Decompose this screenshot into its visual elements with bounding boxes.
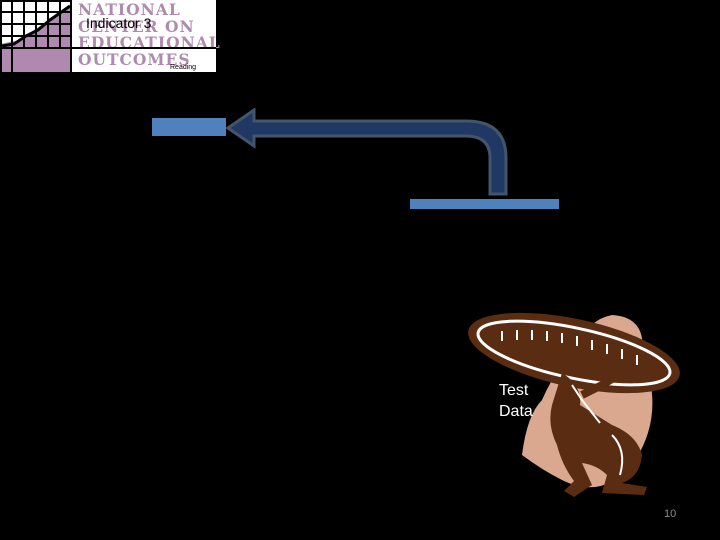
atlas-carrying-disc-icon bbox=[468, 312, 680, 497]
logo-word: OUTCOMES bbox=[78, 49, 191, 69]
target-bar bbox=[152, 118, 226, 136]
ncoe-logo: NATIONAL CENTER ON EDUCATIONAL OUTCOMES bbox=[0, 0, 221, 72]
page-number: 10 bbox=[664, 508, 677, 520]
rising-grid-icon bbox=[0, 0, 72, 72]
figure-caption: Test Data bbox=[499, 382, 533, 420]
slide-title: Indicator 3 bbox=[86, 15, 152, 31]
reading-label: Reading bbox=[170, 64, 197, 71]
logo-word: NATIONAL bbox=[78, 0, 181, 19]
logo-word: EDUCATIONAL bbox=[78, 33, 221, 52]
bent-arrow-left-icon bbox=[226, 108, 508, 196]
logo-word: CENTER ON bbox=[78, 16, 195, 36]
logo-divider bbox=[72, 47, 216, 49]
source-bar bbox=[410, 199, 559, 209]
logo-wordmark: NATIONAL CENTER ON EDUCATIONAL OUTCOMES bbox=[78, 0, 221, 69]
